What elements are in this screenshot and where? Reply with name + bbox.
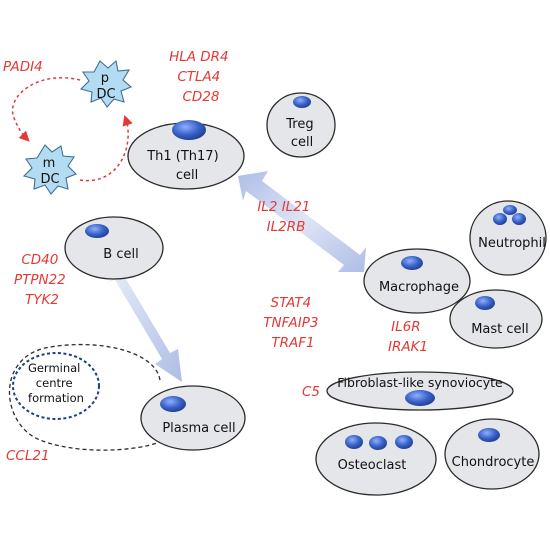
treg-cell: Treg cell xyxy=(266,92,336,158)
mast-cell: Mast cell xyxy=(449,289,543,349)
chondrocyte: Chondrocyte xyxy=(444,418,540,490)
fibroblast-like-synoviocyte: Fibroblast-like synoviocyte xyxy=(326,371,514,411)
svg-text:Macrophage: Macrophage xyxy=(379,280,459,295)
b-cell-to-plasma-cell-arrow xyxy=(107,274,182,382)
svg-text:Plasma cell: Plasma cell xyxy=(162,421,235,436)
gene-group-il6r: IL6R IRAK1 xyxy=(388,319,428,355)
gene-padi4: PADI4 xyxy=(3,59,43,75)
plasmacytoid-dendritic-cell: p DC xyxy=(79,59,133,108)
th1-th17-cell: Th1 (Th17) cell xyxy=(127,120,245,190)
macrophage: Macrophage xyxy=(363,248,471,314)
svg-text:m DC: m DC xyxy=(40,156,59,187)
svg-text:Osteoclast: Osteoclast xyxy=(338,458,407,473)
gene-c5: C5 xyxy=(302,384,320,400)
th1-macrophage-bidirectional-arrow xyxy=(238,171,366,272)
svg-text:B cell: B cell xyxy=(103,247,138,262)
gene-group-hla: HLA DR4 CTLA4 CD28 xyxy=(169,49,233,105)
osteoclast: Osteoclast xyxy=(315,422,437,496)
germinal-centre-circle xyxy=(12,352,100,420)
svg-text:Th1 (Th17) cell: Th1 (Th17) cell xyxy=(146,149,223,183)
svg-text:Fibroblast-like synoviocyte: Fibroblast-like synoviocyte xyxy=(337,375,503,390)
svg-text:p DC: p DC xyxy=(96,71,115,102)
germinal-centre-dashed-boundary xyxy=(8,343,176,451)
gene-group-il2: IL2 IL21 IL2RB xyxy=(257,199,314,235)
svg-text:Chondrocyte: Chondrocyte xyxy=(452,455,535,470)
pdc-to-mdc-arrow xyxy=(11,77,81,142)
neutrophil: Neutrophil xyxy=(469,200,547,276)
b-cell: B cell xyxy=(64,216,164,280)
gene-ccl21: CCL21 xyxy=(6,448,50,464)
svg-text:Treg cell: Treg cell xyxy=(285,117,317,150)
svg-text:Mast cell: Mast cell xyxy=(471,322,529,337)
gene-group-b-cell: CD40 PTPN22 TYK2 xyxy=(14,252,70,308)
germinal-centre-label: Germinal centre formation xyxy=(28,361,84,405)
gene-group-stat4: STAT4 TNFAIP3 TRAF1 xyxy=(263,295,323,351)
mdc-to-pdc-arrow xyxy=(79,115,133,182)
plasma-cell: Plasma cell xyxy=(140,385,246,451)
myeloid-dendritic-cell: m DC xyxy=(22,144,77,195)
svg-text:Neutrophil: Neutrophil xyxy=(478,236,546,251)
